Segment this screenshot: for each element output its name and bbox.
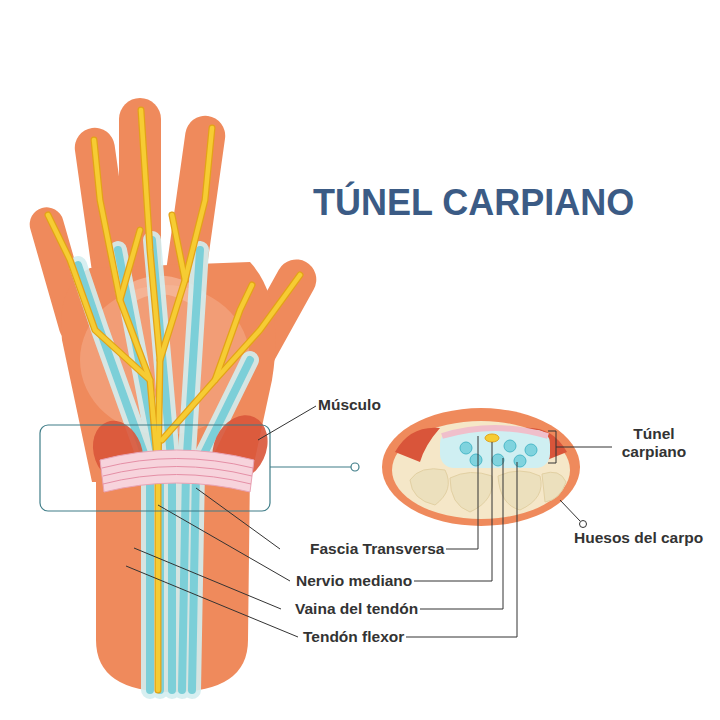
wrist-cross-section bbox=[395, 428, 440, 462]
median-nerve bbox=[172, 215, 185, 280]
part-label: Tendón flexor bbox=[303, 628, 404, 646]
wrist-cross-section bbox=[392, 421, 570, 519]
callout-frame bbox=[351, 463, 359, 471]
hand-silhouette bbox=[26, 98, 324, 692]
part-label: Fascia Transversa bbox=[310, 540, 444, 558]
median-nerve bbox=[160, 128, 212, 360]
carpal-tunnel bbox=[440, 430, 550, 468]
nerve-outline bbox=[141, 110, 160, 470]
wrist-cross-section bbox=[410, 469, 448, 505]
carpal-tunnel bbox=[460, 442, 472, 454]
callout-frame bbox=[270, 466, 351, 467]
leader-lines bbox=[126, 566, 298, 637]
leader-lines bbox=[258, 406, 316, 440]
transverse-fascia bbox=[100, 450, 254, 492]
transverse-fascia bbox=[100, 450, 254, 492]
leader-lines bbox=[420, 458, 503, 609]
part-label: Nervio mediano bbox=[296, 572, 412, 590]
nerve-outline bbox=[162, 275, 300, 440]
wrist-cross-section bbox=[382, 408, 580, 526]
median-nerve bbox=[162, 275, 300, 440]
callout-frame bbox=[40, 425, 270, 511]
nerve-outline bbox=[48, 110, 300, 690]
flexor-tendons bbox=[192, 360, 250, 690]
carpal-tunnel bbox=[514, 455, 526, 467]
callout-frame bbox=[40, 425, 359, 511]
carpal-tunnel bbox=[485, 434, 499, 442]
wrist-cross-section bbox=[382, 408, 580, 526]
tendon-sheaths bbox=[192, 360, 250, 690]
nerve-outline bbox=[172, 215, 185, 280]
median-nerve bbox=[120, 230, 140, 300]
leader-lines bbox=[158, 505, 290, 581]
nerve-outline bbox=[215, 285, 252, 380]
leader-lines bbox=[414, 442, 492, 581]
nerve-outline bbox=[160, 128, 212, 360]
leader-lines bbox=[126, 406, 612, 637]
part-label: Huesos del carpo bbox=[574, 529, 703, 547]
diagram-title: TÚNEL CARPIANO bbox=[313, 182, 634, 224]
median-nerve bbox=[141, 110, 160, 470]
leader-lines bbox=[556, 447, 612, 448]
carpal-tunnel bbox=[525, 444, 537, 456]
nerve-outline bbox=[48, 215, 150, 380]
nerve-outline bbox=[120, 230, 140, 300]
leader-lines bbox=[446, 436, 478, 549]
carpal-tunnel bbox=[440, 428, 550, 468]
leader-lines bbox=[560, 500, 580, 521]
wrist-cross-section bbox=[450, 472, 493, 512]
leader-lines bbox=[196, 488, 280, 549]
part-label: Túnel carpiano bbox=[612, 425, 696, 461]
transverse-fascia bbox=[103, 475, 251, 485]
part-label: Vaina del tendón bbox=[295, 600, 418, 618]
median-nerve bbox=[215, 285, 252, 380]
leader-lines bbox=[548, 431, 556, 463]
carpal-tunnel bbox=[504, 440, 516, 452]
carpal-tunnel bbox=[492, 454, 504, 466]
wrist-cross-section bbox=[498, 471, 541, 510]
part-label: Músculo bbox=[318, 396, 381, 414]
carpal-tunnel bbox=[470, 454, 482, 466]
wrist-cross-section bbox=[542, 472, 566, 502]
leader-lines bbox=[580, 521, 587, 528]
median-nerve bbox=[48, 215, 150, 380]
median-nerve bbox=[48, 110, 300, 690]
